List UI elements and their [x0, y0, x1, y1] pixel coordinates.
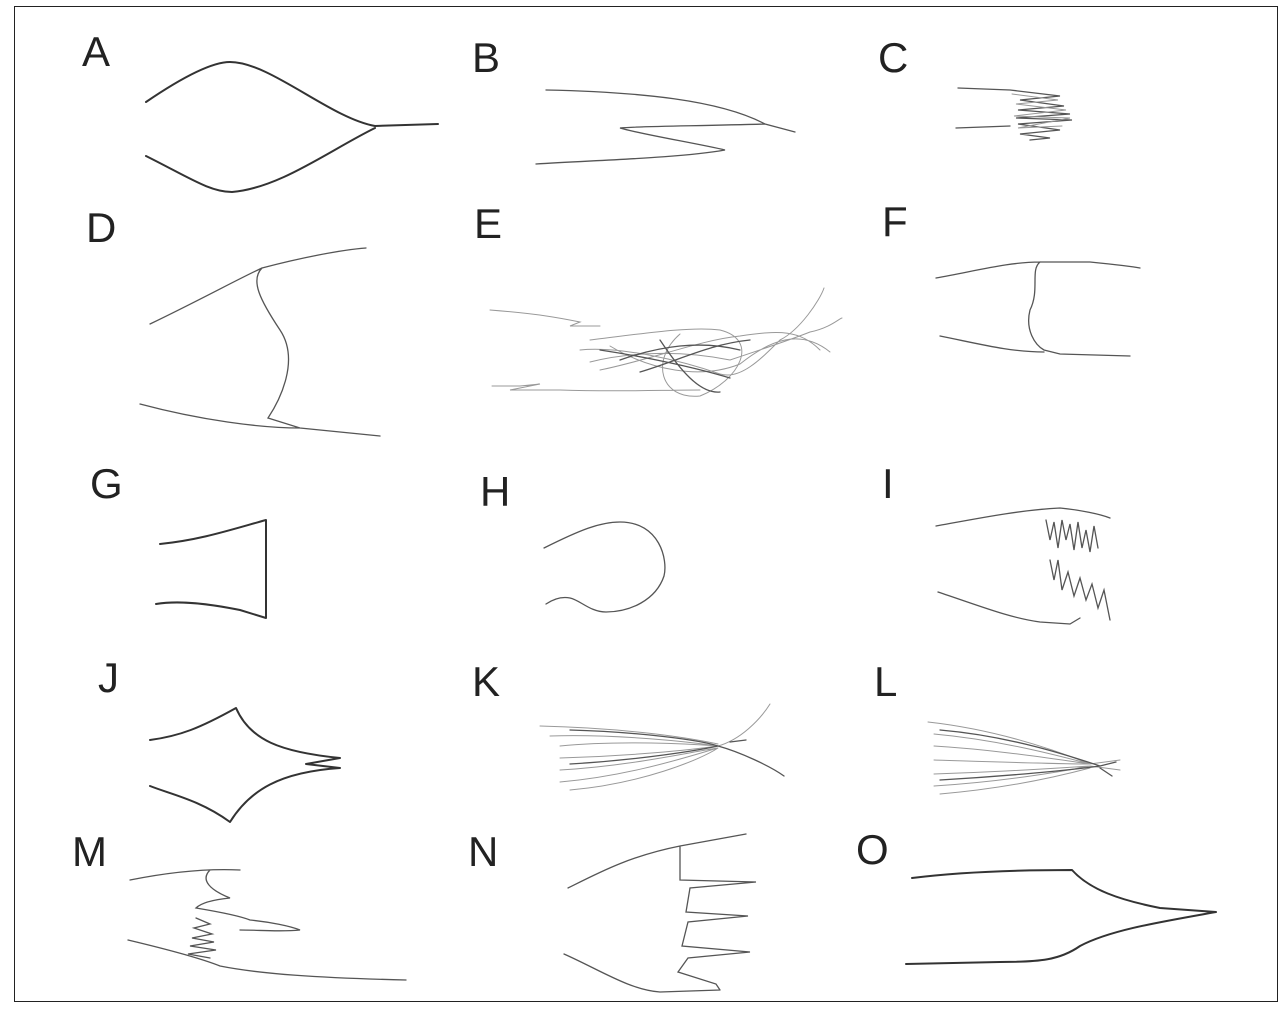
- panel-b: B: [472, 34, 795, 164]
- panel-e: E: [474, 200, 842, 396]
- panel-label-a: A: [82, 28, 110, 75]
- shape-m: [128, 870, 406, 980]
- panel-j: J: [98, 654, 340, 822]
- panel-m: M: [72, 828, 406, 980]
- panel-g: G: [90, 460, 266, 618]
- panel-label-i: I: [882, 460, 894, 507]
- panel-f: F: [882, 198, 1140, 356]
- panel-label-g: G: [90, 460, 123, 507]
- panel-o: O: [856, 826, 1216, 964]
- shape-e: [490, 288, 842, 396]
- panel-label-b: B: [472, 34, 500, 81]
- shape-a: [146, 62, 438, 192]
- panel-c: C: [878, 34, 1072, 140]
- panel-label-c: C: [878, 34, 908, 81]
- shape-i: [936, 508, 1110, 624]
- panel-l: L: [874, 658, 1120, 794]
- shape-h: [544, 522, 665, 612]
- panel-label-o: O: [856, 826, 889, 873]
- shape-k: [540, 704, 770, 790]
- panel-label-f: F: [882, 198, 908, 245]
- shape-d: [140, 248, 380, 436]
- shape-f: [936, 262, 1140, 356]
- shape-b: [536, 90, 795, 164]
- panel-h: H: [480, 468, 665, 612]
- shape-j: [150, 708, 340, 822]
- shape-g: [156, 520, 266, 618]
- panel-label-e: E: [474, 200, 502, 247]
- panel-a: A: [82, 28, 438, 192]
- panel-label-j: J: [98, 654, 119, 701]
- panel-n: N: [468, 828, 756, 992]
- panel-k: K: [472, 658, 784, 790]
- panel-i: I: [882, 460, 1110, 624]
- shape-o: [906, 870, 1216, 964]
- panel-label-n: N: [468, 828, 498, 875]
- panel-label-k: K: [472, 658, 500, 705]
- panel-d: D: [86, 204, 380, 436]
- panel-label-m: M: [72, 828, 107, 875]
- shape-c: [956, 88, 1072, 140]
- shape-l: [928, 722, 1120, 794]
- panel-label-h: H: [480, 468, 510, 515]
- shape-n: [564, 834, 756, 992]
- panel-label-l: L: [874, 658, 897, 705]
- panel-label-d: D: [86, 204, 116, 251]
